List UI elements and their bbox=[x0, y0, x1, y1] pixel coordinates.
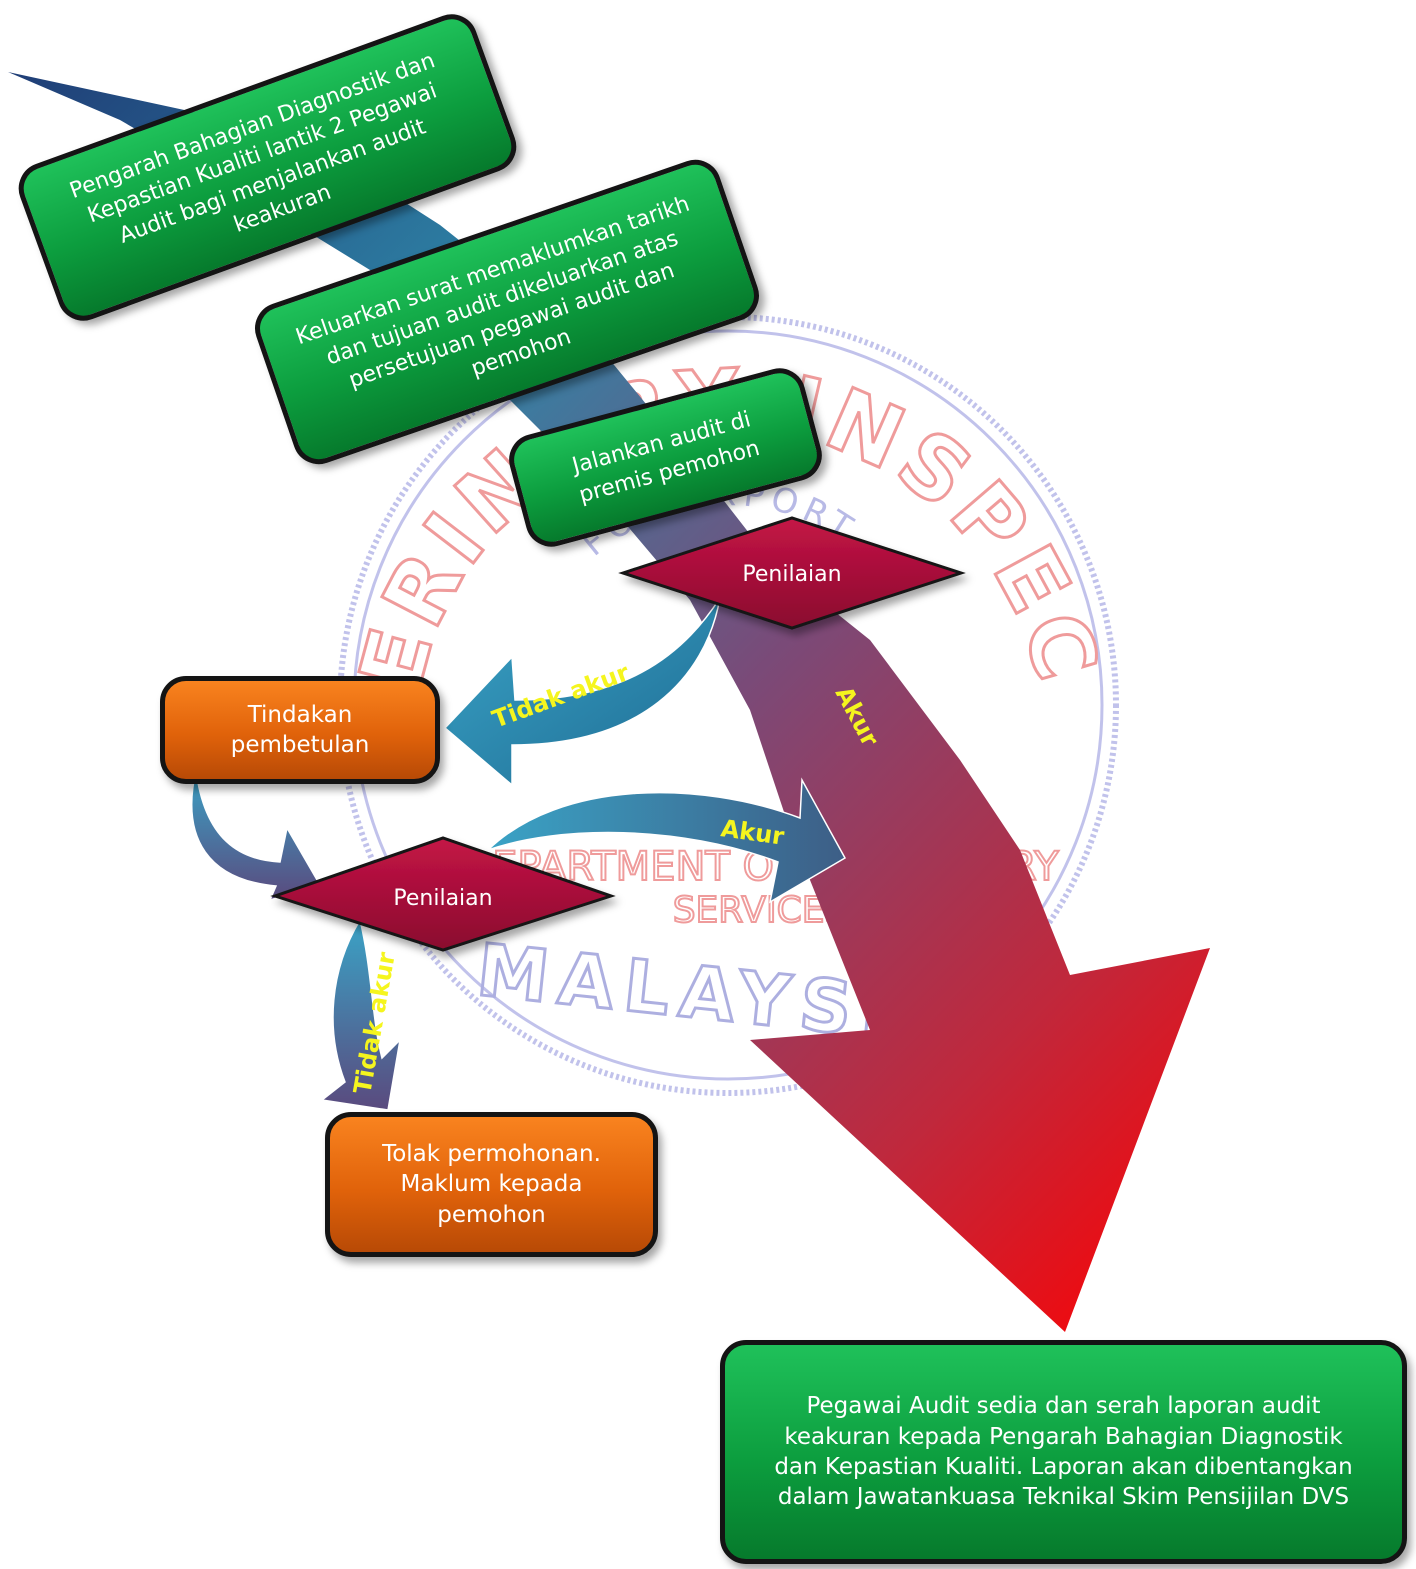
main-flow-arrow bbox=[8, 72, 1210, 1332]
decision-2-label: Penilaian bbox=[393, 886, 492, 911]
tidak-akur-arrow-2 bbox=[320, 918, 402, 1111]
tindakan-to-penilaian-arrow bbox=[191, 769, 322, 902]
decision-penilaian-1: Penilaian bbox=[618, 516, 966, 630]
tindakan-text: Tindakan pembetulan bbox=[230, 701, 370, 758]
decision-diamond-shape bbox=[270, 836, 616, 952]
tolak-text: Tolak permohonan. Maklum kepada pemohon bbox=[382, 1140, 601, 1228]
final-report-box: Pegawai Audit sedia dan serah laporan au… bbox=[720, 1340, 1407, 1564]
decision-1-label: Penilaian bbox=[742, 562, 841, 587]
akur-arrow-2 bbox=[487, 777, 847, 904]
tidak-akur-arrow-1 bbox=[443, 597, 721, 787]
decision-penilaian-2: Penilaian bbox=[270, 836, 616, 952]
final-report-text: Pegawai Audit sedia dan serah laporan au… bbox=[774, 1393, 1353, 1511]
tindakan-box: Tindakan pembetulan bbox=[160, 676, 440, 784]
tolak-box: Tolak permohonan. Maklum kepada pemohon bbox=[325, 1112, 658, 1257]
decision-diamond-shape bbox=[618, 516, 966, 630]
